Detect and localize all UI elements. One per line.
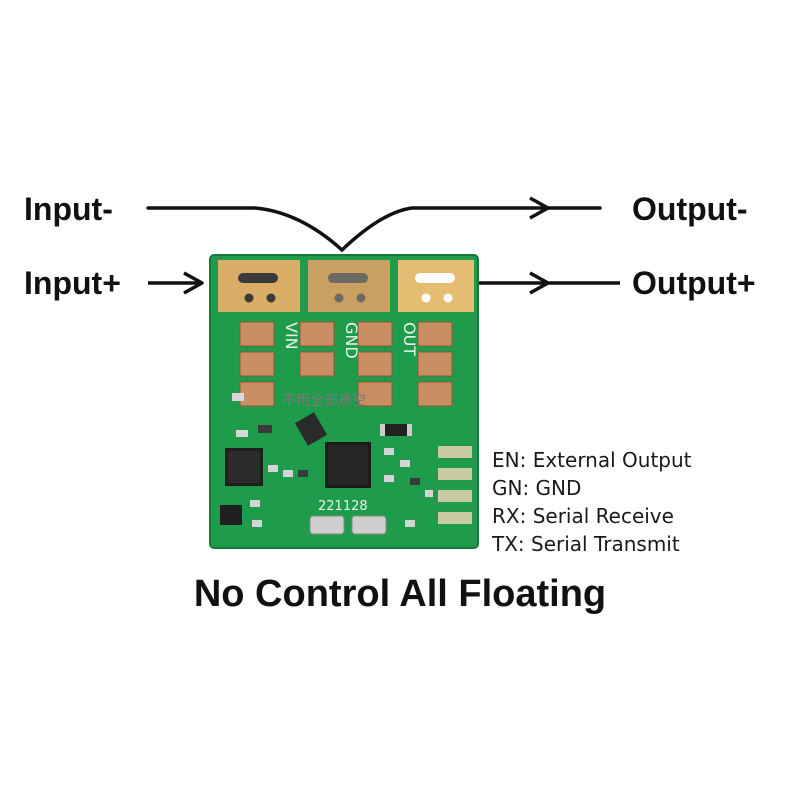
capacitor-bank-out (417, 321, 453, 407)
input-plus-arrowhead (183, 271, 204, 295)
legend-tx: TX: Serial Transmit (492, 532, 680, 556)
pcb-substrate (210, 255, 478, 548)
output-minus-arrowhead (529, 196, 550, 220)
output-plus-arrowhead (529, 271, 550, 295)
controller-ic (325, 442, 371, 488)
silkscreen-out: OUT (400, 322, 419, 356)
out-pad (398, 260, 474, 312)
silkscreen-chinese-note: 不用全部悬空 (282, 392, 366, 409)
pin-legend: EN: External Output GN: GND RX: Serial R… (492, 446, 692, 558)
output-minus-label: Output- (632, 191, 748, 227)
capacitor-bank-gnd (299, 321, 335, 377)
crystal (309, 515, 345, 535)
caption: No Control All Floating (193, 573, 607, 615)
date-code: 221128 (318, 499, 368, 514)
capacitor-bank-mid (357, 321, 393, 407)
silkscreen-gnd: GND (342, 322, 361, 359)
input-minus-wire (146, 206, 602, 253)
input-plus-label: Input+ (24, 265, 121, 301)
output-plus-label: Output+ (632, 265, 756, 301)
input-minus-label: Input- (24, 191, 113, 227)
gnd-pad (308, 260, 390, 312)
resistor (384, 424, 408, 436)
vin-pad (218, 260, 300, 312)
legend-gn: GN: GND (492, 476, 582, 500)
control-pin-pads (438, 446, 472, 524)
legend-en: EN: External Output (492, 448, 692, 472)
capacitor-bank-vin (239, 321, 275, 407)
mosfet-chip (225, 448, 263, 486)
legend-rx: RX: Serial Receive (492, 504, 674, 528)
silkscreen-vin: VIN (282, 322, 301, 350)
transistor (220, 505, 242, 525)
